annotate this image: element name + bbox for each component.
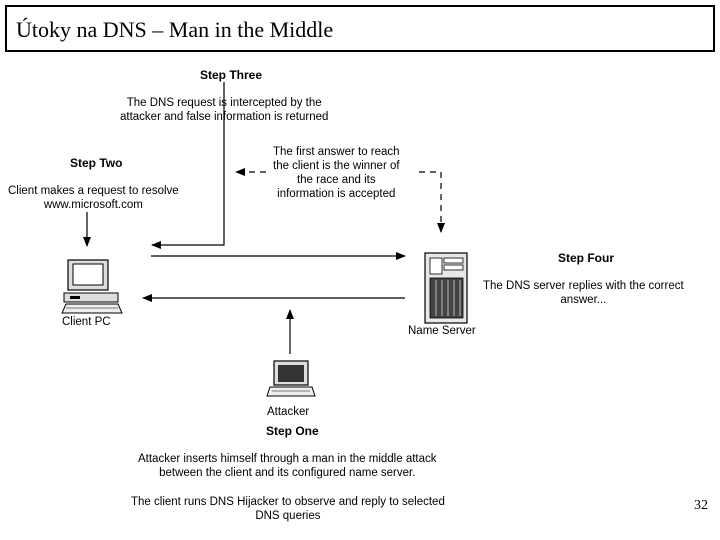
step-three-heading: Step Three (200, 68, 263, 82)
page-number: 32 (694, 498, 708, 513)
step-three-text: The DNS request is intercepted by the at… (120, 97, 329, 123)
client-pc-icon (61, 259, 123, 314)
slide-title: Útoky na DNS – Man in the Middle (16, 17, 334, 42)
step-four-text: The DNS server replies with the correct … (483, 280, 684, 306)
step-one-text: Attacker inserts himself through a man i… (138, 453, 437, 479)
step-two-heading: Step Two (70, 156, 123, 170)
step-one-text-2: The client runs DNS Hijacker to observe … (131, 496, 445, 522)
title-box: Útoky na DNS – Man in the Middle (5, 5, 715, 52)
attacker-laptop-icon (266, 360, 316, 397)
attacker-label: Attacker (267, 406, 310, 418)
step-one-heading: Step One (266, 424, 319, 438)
step-two-text: Client makes a request to resolve www.mi… (8, 185, 179, 211)
step-three-arrow (151, 82, 225, 249)
client-pc-label: Client PC (62, 316, 111, 328)
step-four-heading: Step Four (558, 251, 614, 265)
name-server-label: Name Server (408, 325, 476, 337)
race-right-arrow (419, 171, 445, 233)
name-server-icon (424, 252, 468, 324)
race-note: The first answer to reach the client is … (273, 146, 400, 200)
